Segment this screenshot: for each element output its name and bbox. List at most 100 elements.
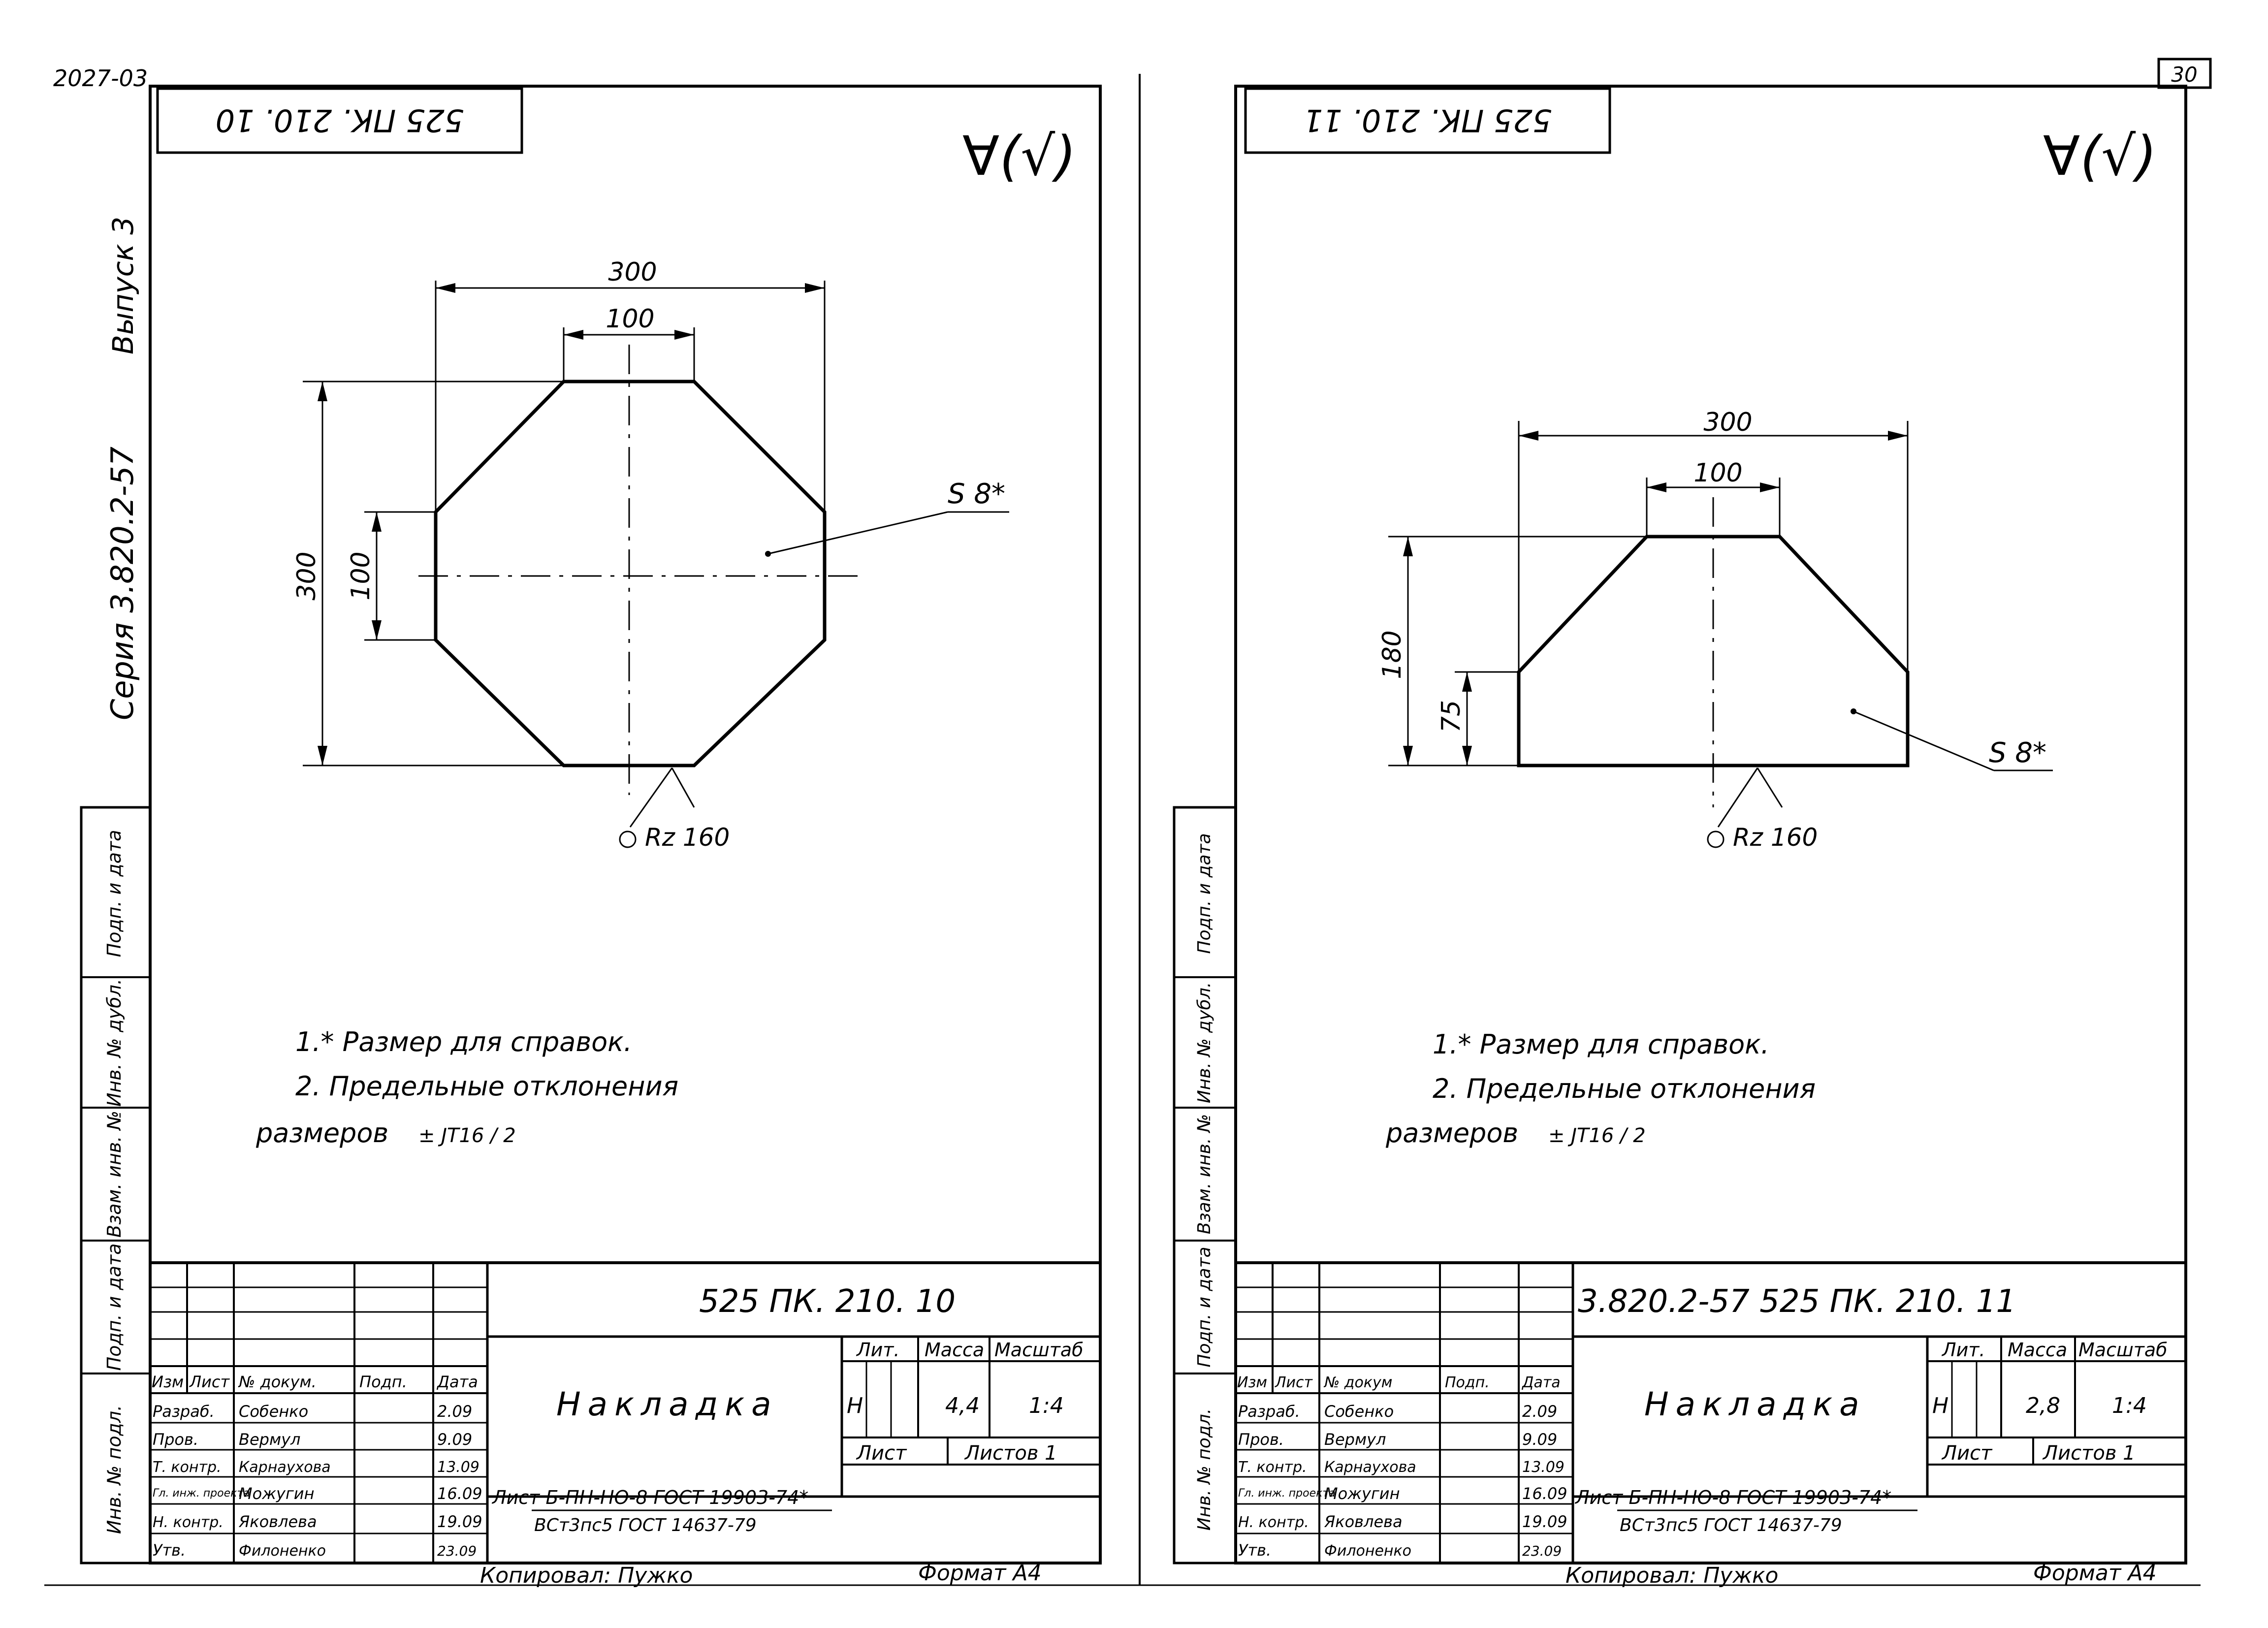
left-title-block: Изм Лист № докум. Подп. Дата Разраб. Соб… [150,1261,1100,1563]
left-approval-row: Т. контр. Карнаухова 13.09 [153,1459,479,1476]
left-octagon-outline [434,380,827,767]
date: 9.09 [1522,1430,1557,1449]
right-roughness: Rz 160 [1733,823,1818,852]
left-lit-header: Лит. [856,1339,900,1361]
name: Можугин [1324,1484,1400,1503]
right-dim-top-flat: 100 [1693,458,1742,488]
name: Вермул [239,1430,300,1449]
right-mass-header: Масса [2008,1339,2067,1361]
right-col-header-list: Лист [1275,1374,1313,1391]
left-mass: 4,4 [945,1393,980,1418]
left-material-1: Лист Б-ПН-НО-8 ГОСТ 19903-74* [491,1487,808,1508]
date: 13.09 [437,1459,479,1476]
right-dim-width: 300 [1703,408,1752,437]
right-material-2: ВСт3пс5 ГОСТ 14637-79 [1620,1515,1842,1535]
right-dim-side-flat: 75 [1437,700,1466,733]
name: Карнаухова [239,1459,331,1476]
right-vfield-1: Подп. и дата [1194,833,1214,954]
left-part-name: Накладка [556,1385,778,1423]
role: Гл. инж. проекта [153,1487,250,1500]
left-note-1: 1.* Размер для справок. [295,1026,632,1057]
date: 9.09 [437,1430,472,1449]
right-dim-height: 180 [1377,630,1407,679]
right-col-header-date: Дата [1521,1374,1561,1391]
name: Филоненко [1324,1542,1411,1560]
right-scale-header: Масштаб [2078,1339,2168,1361]
date: 16.09 [1522,1484,1567,1503]
archive-number: 2027-03 [53,65,148,92]
left-vfield-1: Подп. и дата [103,830,125,958]
right-lit: Н [1932,1393,1949,1418]
role: Т. контр. [153,1459,222,1476]
name: Собенко [239,1402,308,1421]
right-approval-row: Гл. инж. проекта Можугин 16.09 [1238,1484,1567,1503]
name: Карнаухова [1324,1459,1416,1476]
date: 23.09 [1522,1543,1562,1559]
right-title-block: Изм Лист № докум Подп. Дата Разраб. Собе… [1236,1261,2186,1563]
left-note-4: ± JT16 / 2 [418,1124,516,1147]
name: Яковлева [1324,1512,1403,1531]
left-sheet: Подп. и дата Инв. № дубл. Взам. инв. № П… [80,85,1102,1588]
left-format: Формат А4 [918,1561,1042,1586]
left-col-header-sign: Подп. [359,1373,407,1391]
left-col-header-doc: № докум. [238,1373,317,1391]
right-scale: 1:4 [2112,1393,2147,1418]
right-thickness: S 8* [1989,737,2046,769]
left-vfield-4: Подп. и дата [103,1244,125,1371]
left-lit: Н [847,1393,863,1418]
right-vfield-3: Взам. инв. № [1194,1114,1214,1234]
left-vfield-2: Инв. № дубл. [103,979,125,1107]
right-mass: 2,8 [2026,1393,2060,1418]
right-side-strip [1173,806,1237,1564]
left-approval-row: Гл. инж. проекта Можугин 16.09 [153,1484,482,1503]
right-approval-row: Н. контр. Яковлева 19.09 [1238,1512,1567,1531]
date: 23.09 [437,1543,477,1559]
left-thickness: S 8* [948,478,1005,510]
right-format: Формат А4 [2033,1561,2157,1586]
right-note-2: 2. Предельные отклонения [1433,1073,1816,1104]
right-col-header-sign: Подп. [1445,1374,1490,1391]
right-vfield-2: Инв. № дубл. [1194,982,1214,1103]
date: 16.09 [437,1484,482,1503]
right-vfield-4: Подп. и дата [1194,1246,1214,1367]
left-scale-header: Масштаб [994,1339,1084,1361]
left-approval-row: Разраб. Собенко 2.09 [153,1402,472,1421]
role: Т. контр. [1238,1459,1307,1476]
role: Пров. [1238,1430,1284,1449]
left-mass-header: Масса [925,1339,984,1361]
right-sheet: Подп. и дата Инв. № дубл. Взам. инв. № П… [1173,85,2187,1588]
left-note-2: 2. Предельные отклонения [295,1071,678,1102]
right-lit-header: Лит. [1941,1339,1985,1361]
left-approval-row: Пров. Вермул 9.09 [153,1430,472,1449]
right-doc-code: 3.820.2-57 525 ПК. 210. 11 [1578,1283,2016,1320]
right-mirrored-code-box [1244,87,1611,154]
left-col-header-date: Дата [436,1373,478,1391]
date: 2.09 [1522,1402,1557,1421]
left-dim-height: 300 [292,551,321,600]
left-doc-code: 525 ПК. 210. 10 [699,1283,956,1320]
right-mirrored-code: 525 ПК. 210. 11 [1304,102,1552,138]
left-side-strip [80,806,152,1564]
right-approval-row: Утв. Филоненко 23.09 [1238,1541,1562,1560]
series-label: Серия 3.820.2-57 [104,447,140,720]
right-approval-row: Разраб. Собенко 2.09 [1238,1402,1557,1421]
right-roughness-symbol: ∀(√) [2043,125,2157,188]
left-roughness-symbol: ∀(√) [962,125,1076,188]
name: Яковлева [238,1512,317,1531]
date: 19.09 [1522,1512,1567,1531]
right-approval-row: Т. контр. Карнаухова 13.09 [1238,1459,1565,1476]
right-vfield-5: Инв. № подл. [1194,1408,1214,1531]
left-approval-row: Утв. Филоненко 23.09 [153,1541,477,1560]
role: Пров. [153,1430,198,1449]
left-approval-row: Н. контр. Яковлева 19.09 [153,1512,482,1531]
sheet-number: 30 [2171,63,2197,87]
right-note-4: ± JT16 / 2 [1548,1124,1646,1147]
name: Собенко [1324,1402,1394,1421]
role: Утв. [153,1541,186,1560]
left-material-2: ВСт3пс5 ГОСТ 14637-79 [534,1515,757,1535]
right-col-header-izm: Изм [1237,1374,1267,1391]
role: Разраб. [1238,1402,1300,1421]
left-dim-side-flat: 100 [346,551,376,600]
right-copied-by: Копировал: Пужко [1565,1563,1778,1588]
